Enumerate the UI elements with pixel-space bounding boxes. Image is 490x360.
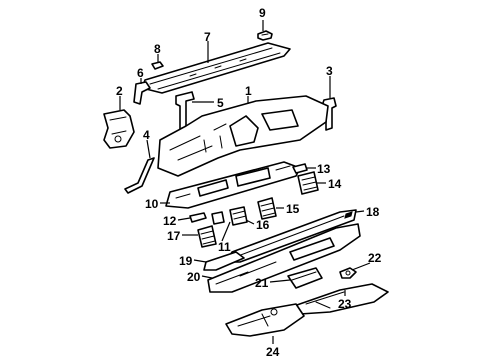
part-7-upper-pad (141, 42, 291, 94)
callout-22: 22 (368, 251, 382, 265)
part-23-knee-bolster (293, 283, 389, 315)
part-9-clip (257, 30, 273, 41)
callout-10: 10 (145, 197, 159, 211)
callout-15: 15 (286, 202, 300, 216)
part-19-lower-trim (203, 251, 245, 271)
leader-lines (119, 20, 371, 344)
callout-23: 23 (338, 297, 352, 311)
part-22-lighter (339, 267, 357, 279)
part-6-bracket (133, 81, 151, 105)
part-10-cluster-bezel (165, 161, 301, 209)
part-16-switch (211, 211, 225, 225)
callout-11: 11 (218, 240, 231, 254)
callout-14: 14 (328, 177, 342, 191)
callout-4: 4 (143, 128, 150, 142)
callout-20: 20 (187, 270, 201, 284)
part-1-instrument-panel (157, 95, 329, 177)
callout-16: 16 (256, 218, 270, 232)
callout-24: 24 (266, 345, 280, 359)
part-14-vent (297, 171, 319, 195)
callout-17: 17 (167, 229, 181, 243)
callout-1: 1 (245, 84, 252, 98)
callout-8: 8 (154, 42, 161, 56)
callout-18: 18 (366, 205, 380, 219)
callout-21: 21 (255, 276, 269, 290)
callout-labels: 9 7 8 6 5 1 2 3 4 10 12 11 13 14 15 16 1… (116, 6, 382, 359)
callout-7: 7 (204, 30, 211, 44)
part-8-clip (151, 61, 164, 70)
callout-6: 6 (137, 66, 144, 80)
callout-13: 13 (317, 162, 331, 176)
callout-19: 19 (179, 254, 193, 268)
callout-12: 12 (163, 214, 177, 228)
callout-9: 9 (259, 6, 266, 20)
part-24-close-out-panel (225, 303, 305, 337)
part-20-lower-panel (207, 223, 361, 293)
callout-2: 2 (116, 84, 123, 98)
callout-5: 5 (217, 96, 224, 110)
part-15-vent (257, 197, 277, 220)
part-11-vent (229, 206, 248, 226)
part-12-switch (189, 212, 207, 223)
part-4-brace (124, 157, 155, 194)
callout-3: 3 (326, 64, 333, 78)
part-13-knob (292, 163, 308, 174)
part-17-vent (197, 225, 217, 248)
part-2-left-bracket (103, 109, 135, 149)
part-21-ashtray (287, 267, 323, 289)
